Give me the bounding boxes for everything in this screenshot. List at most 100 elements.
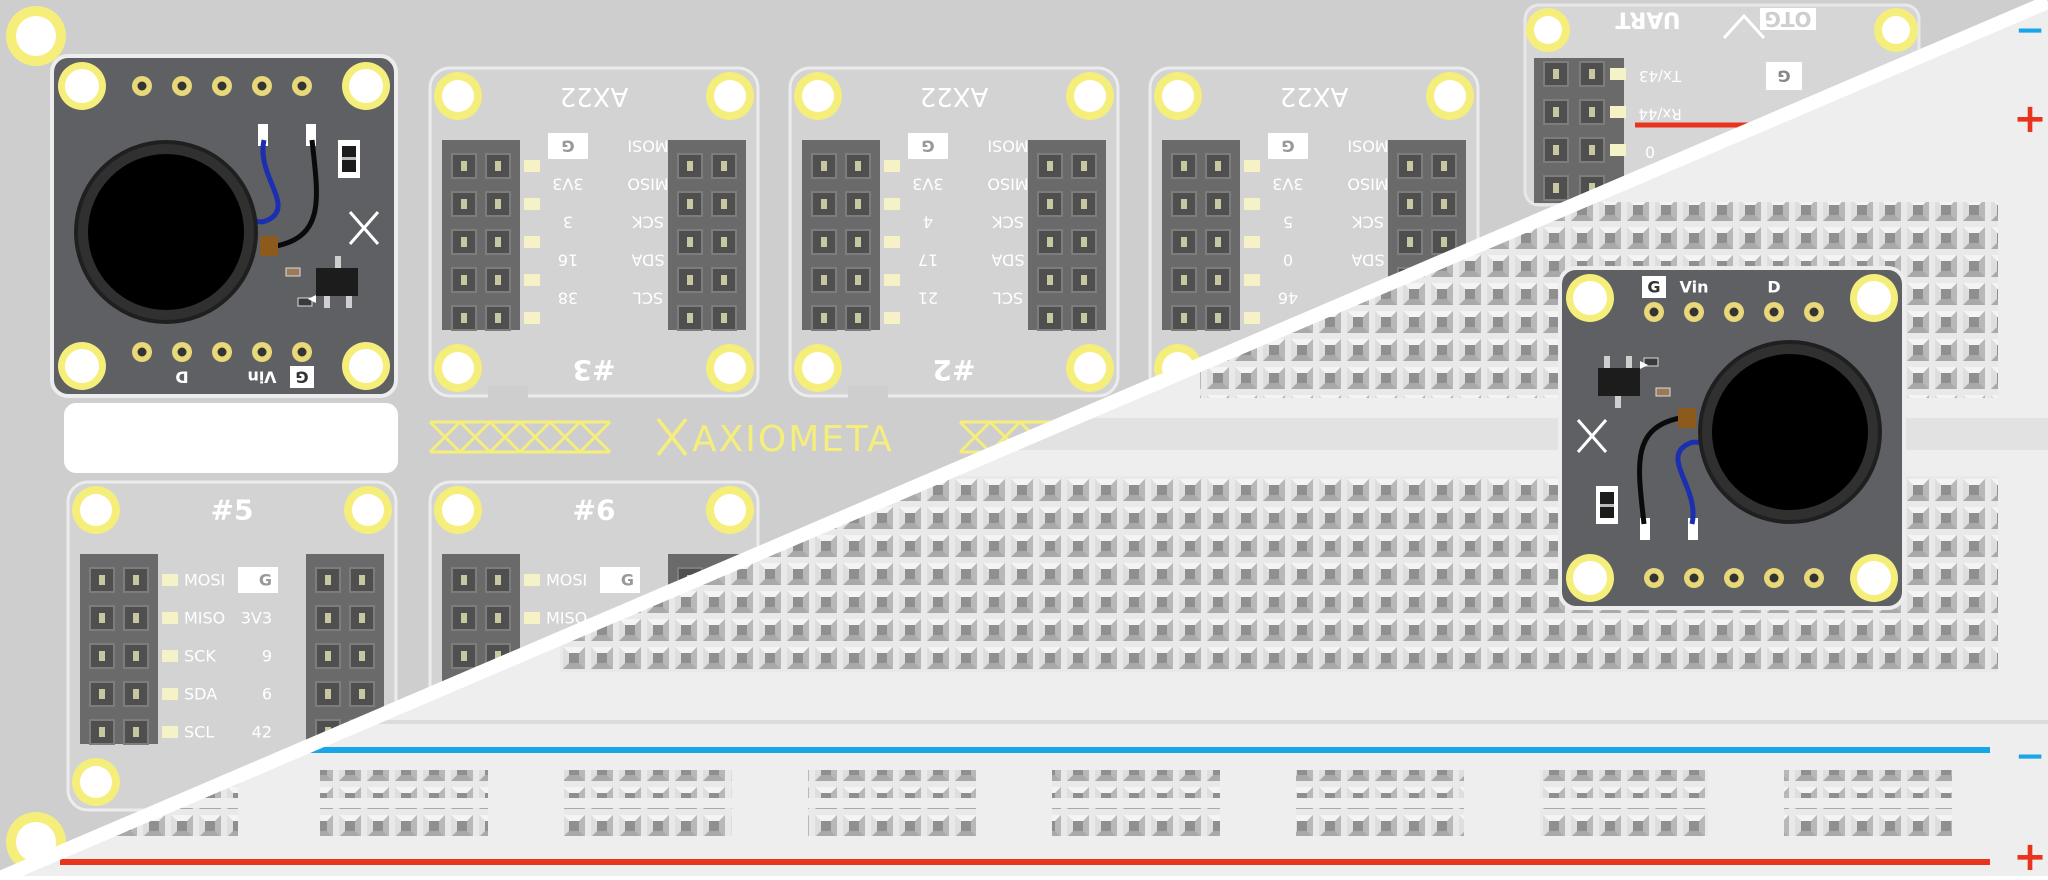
rail-hole-group <box>1052 770 1220 798</box>
rail-hole-group <box>564 808 732 836</box>
pin-gpio-label: 4 <box>923 213 933 232</box>
pin-function-label: MOSI <box>184 571 225 590</box>
transistor <box>316 268 358 296</box>
pin-function-label: SCL <box>993 289 1023 308</box>
rail-plus-label-top: + <box>2013 96 2047 142</box>
pin-function-label: MISO <box>546 609 587 628</box>
rail-hole-group <box>1540 770 1708 798</box>
axiometa-branding: AXIOMETA <box>428 417 1082 460</box>
pin-function-label: MISO <box>1347 175 1388 194</box>
rail-hole-group <box>320 770 488 798</box>
vibration-motor-module-mounted[interactable]: G Vin D <box>50 54 398 398</box>
pin-label-g: G <box>295 368 308 387</box>
pin-function-label: SCL <box>184 723 214 742</box>
motor-flex <box>1678 408 1696 428</box>
pin-function-label: SCK <box>184 647 216 666</box>
transistor <box>1598 368 1640 396</box>
pin-gpio-label: 38 <box>558 289 578 308</box>
pin-label-vin: Vin <box>248 368 277 387</box>
pin-function-label: SCK <box>992 213 1024 232</box>
pin-label-vin: Vin <box>1680 278 1709 297</box>
pin-gpio-label: 3V3 <box>1272 175 1303 194</box>
label-area <box>64 403 398 473</box>
rail-hole-group <box>1784 808 1952 836</box>
uart-pin-label-rx: Rx/44 <box>1638 105 1681 123</box>
chevron-up-icon <box>1722 13 1766 40</box>
resistor <box>1643 357 1659 367</box>
solder-pad <box>1688 518 1698 540</box>
pin-gpio-label: 5 <box>1283 213 1293 232</box>
rail-hole-group <box>808 770 976 798</box>
motor-face <box>1712 354 1868 510</box>
pin-function-label: SDA <box>631 251 664 270</box>
pin-gpio-label: G <box>1281 137 1294 156</box>
rail-hole-group <box>564 770 732 798</box>
pin-gpio-label: G <box>561 137 574 156</box>
pin-gpio-label: 6 <box>262 685 272 704</box>
solder-pad <box>306 124 316 146</box>
pin-gpio-label: 3V3 <box>241 609 272 628</box>
uart-pin-label-tx: Tx/43 <box>1639 67 1682 85</box>
pin-gpio-label: 16 <box>558 251 578 270</box>
rail-hole-group <box>320 808 488 836</box>
rail-plus-label: + <box>2013 834 2047 876</box>
wire-black <box>1637 415 1681 525</box>
pin-function-label: SDA <box>991 251 1024 270</box>
pin-gpio-label: 0 <box>1283 251 1293 270</box>
pin-function-label: SCK <box>1352 213 1384 232</box>
pin-function-label: SCK <box>632 213 664 232</box>
motor-flex <box>260 236 278 256</box>
rail-hole-group <box>1296 770 1464 798</box>
pin-gpio-label: 9 <box>262 647 272 666</box>
gnd-label-bg <box>290 366 314 388</box>
socket-brand: AX22 <box>920 81 989 111</box>
axiometa-logo-small <box>348 211 380 245</box>
rail-minus-label: − <box>2015 736 2045 777</box>
motor-face <box>88 154 244 310</box>
solder-pad <box>258 124 268 146</box>
pin-function-label: MOSI <box>987 137 1028 156</box>
pin-gpio-label: G <box>259 571 272 590</box>
otg-badge <box>1760 8 1816 30</box>
pin-label-g: G <box>1647 278 1660 297</box>
pin-function-label: MISO <box>987 175 1028 194</box>
capacitor <box>1655 387 1671 397</box>
solder-pad <box>1640 518 1650 540</box>
vibration-motor-module[interactable]: G Vin D <box>1558 266 1906 610</box>
uart-pin-label-0: 0 <box>1645 143 1655 162</box>
uart-pin-label-g: G <box>1777 67 1790 86</box>
pin-function-label: MISO <box>184 609 225 628</box>
rail-hole-group <box>1784 770 1952 798</box>
pin-function-label: MISO <box>627 175 668 194</box>
uart-label: UART <box>1615 7 1680 32</box>
rail-hole-group <box>1296 808 1464 836</box>
gnd-label-bg <box>1642 276 1666 298</box>
pin-gpio-label: 17 <box>918 251 938 270</box>
pin-gpio-label: G <box>621 571 634 590</box>
resistor <box>297 297 313 307</box>
pin-function-label: SDA <box>184 685 217 704</box>
capacitor <box>285 267 301 277</box>
socket-brand: AX22 <box>560 81 629 111</box>
pin-label-d: D <box>1767 278 1780 297</box>
pin-function-label: MOSI <box>546 571 587 590</box>
rail-hole-group <box>808 808 976 836</box>
otg-label: OTG <box>1764 7 1811 31</box>
socket-number: #5 <box>211 494 254 527</box>
pin-function-label: SDA <box>1351 251 1384 270</box>
socket-number: #3 <box>573 354 616 387</box>
pin-label-d: D <box>175 368 188 387</box>
pin-gpio-label: 42 <box>252 723 272 742</box>
rail-hole-group <box>1540 808 1708 836</box>
pin-gpio-label: 3V3 <box>912 175 943 194</box>
pin-gpio-label: 3V3 <box>552 175 583 194</box>
pin-gpio-label: 21 <box>918 289 938 308</box>
pin-gpio-label: G <box>921 137 934 156</box>
uart-gnd-badge <box>1766 62 1802 90</box>
axiometa-logo-small <box>1576 419 1608 453</box>
